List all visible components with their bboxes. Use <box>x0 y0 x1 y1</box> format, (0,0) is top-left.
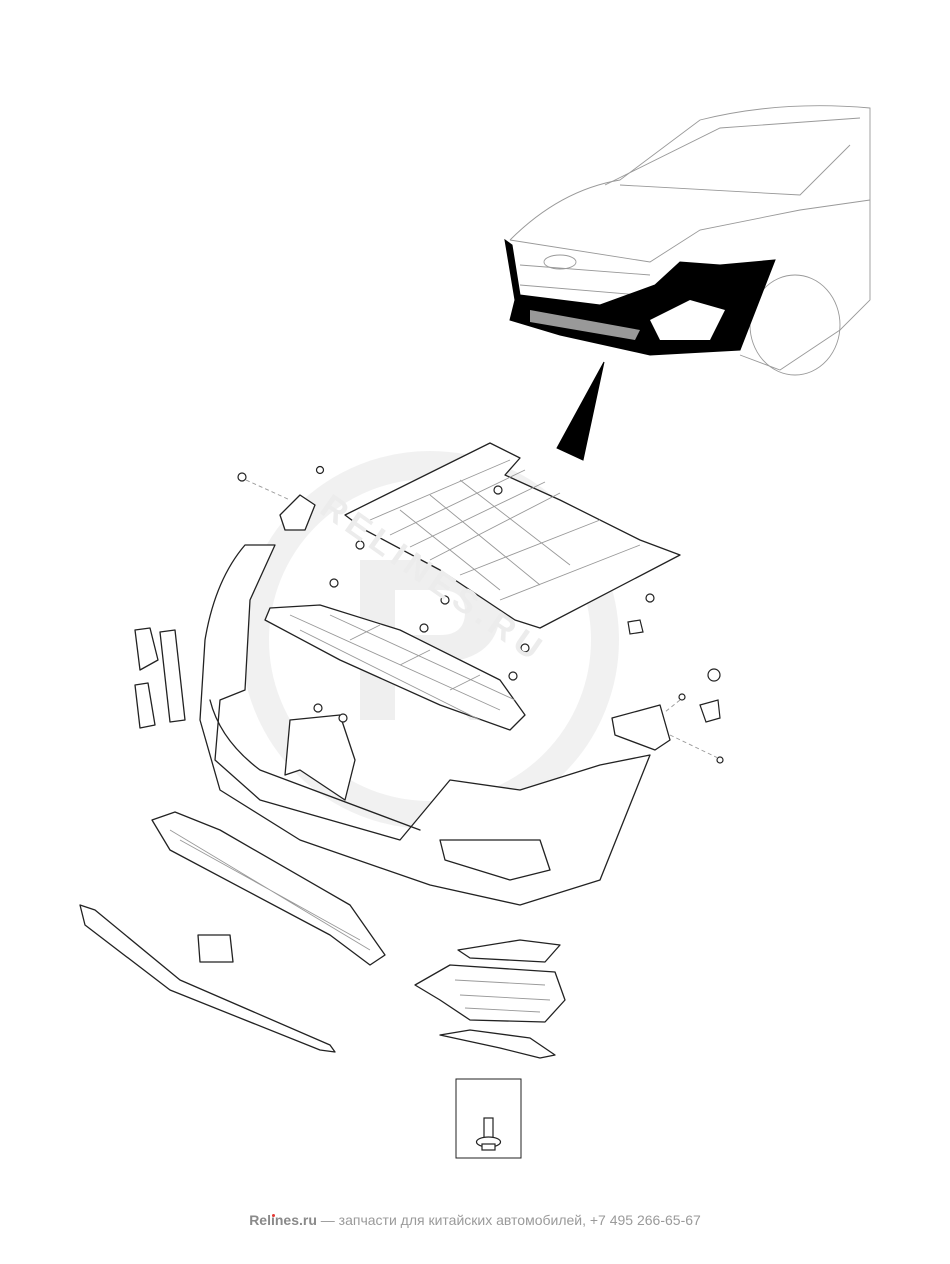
underbody-shield-front <box>264 604 526 731</box>
front-bumper-cover <box>199 544 651 906</box>
bolt-inset-box <box>455 1078 522 1159</box>
fog-lamp-grille <box>414 964 566 1023</box>
underbody-shield-rear <box>344 442 681 629</box>
lower-grille <box>151 811 386 966</box>
highlighted-front-bumper <box>504 238 776 356</box>
fog-lamp-lower-trim <box>439 1029 556 1059</box>
footer: Relines.ru — запчасти для китайских авто… <box>0 1212 950 1228</box>
pointer-arrow <box>556 361 605 461</box>
footer-text: — запчасти для китайских автомобилей, +7… <box>316 1212 701 1228</box>
footer-brand-link[interactable]: Relines.ru <box>249 1212 317 1228</box>
lower-trim-strip <box>79 904 336 1053</box>
car-overview <box>504 105 871 376</box>
fog-lamp-upper-trim <box>457 939 561 963</box>
brand-dot <box>272 1214 276 1217</box>
fasteners <box>237 465 724 764</box>
license-plate-bracket <box>197 934 234 963</box>
side-brackets <box>134 494 671 801</box>
